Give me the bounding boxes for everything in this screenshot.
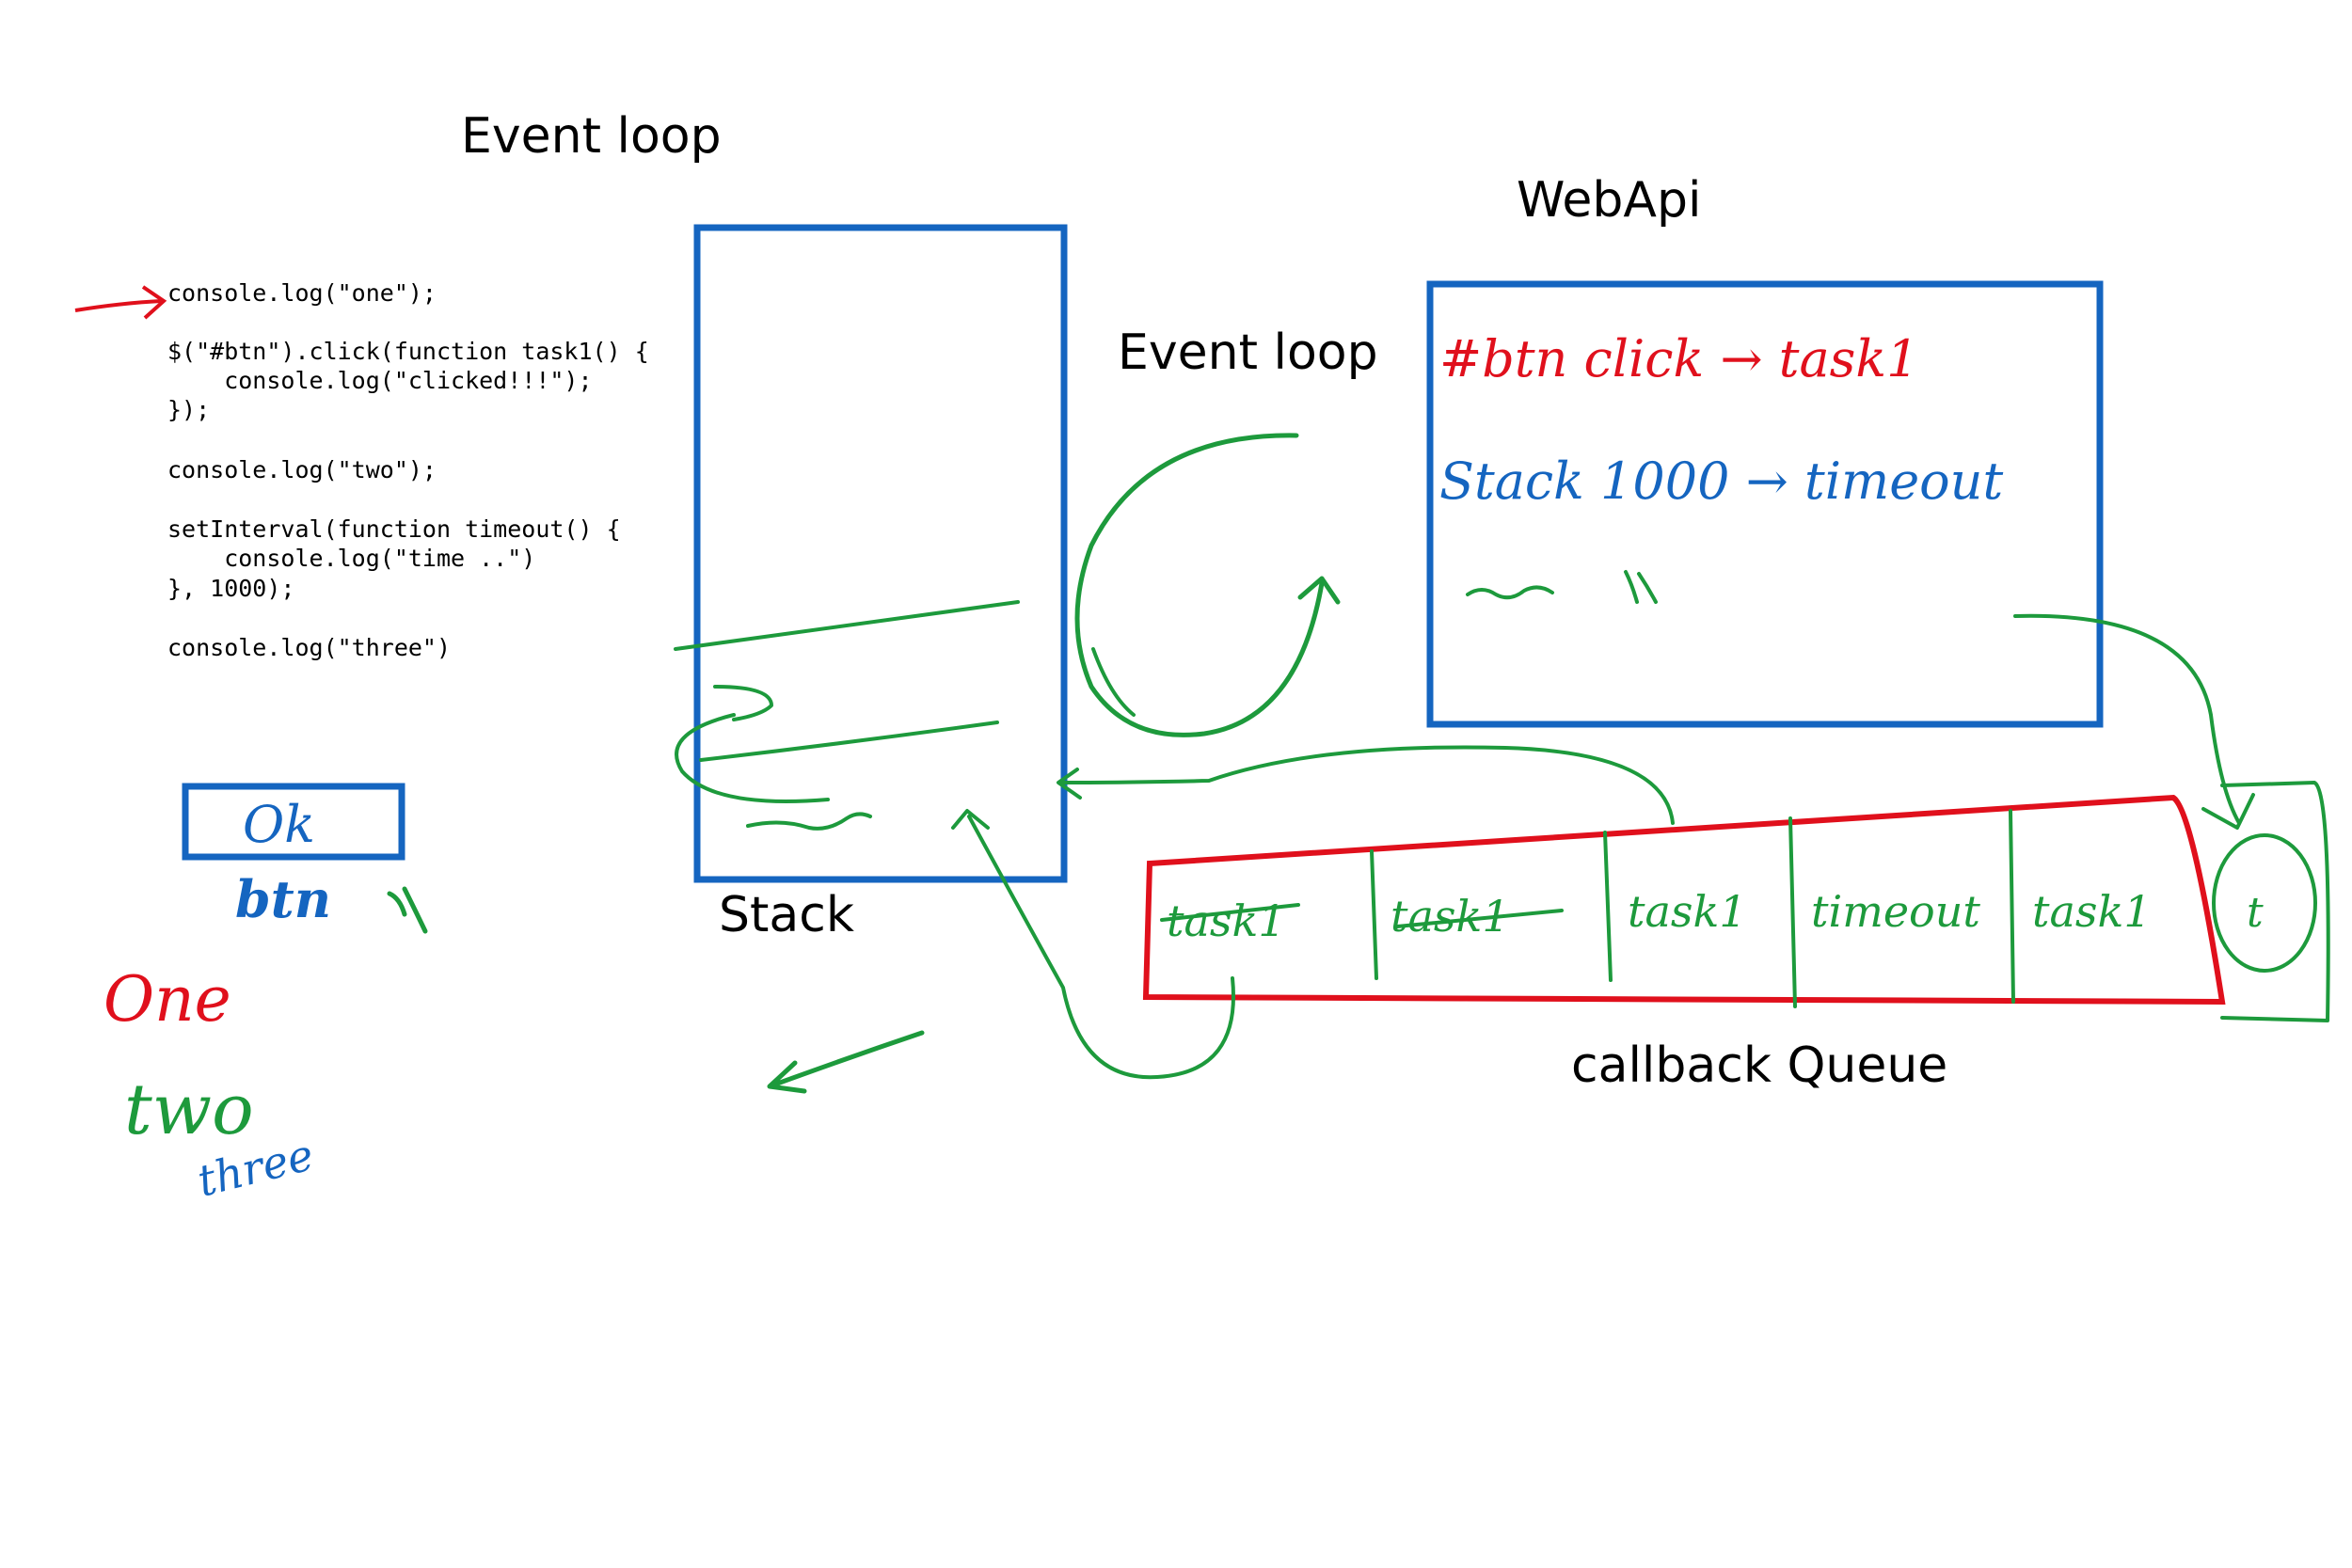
- ok-button[interactable]: Ok: [182, 783, 405, 861]
- queue-cell: t: [2247, 889, 2264, 937]
- code-line: console.log("one");: [167, 279, 437, 307]
- code-line: }, 1000);: [167, 575, 294, 602]
- webapi-entry-scribble: [1466, 570, 1658, 604]
- current-line-arrow-icon: [74, 285, 167, 320]
- webapi-box: [1426, 280, 2104, 728]
- task-to-stack-arrow-icon: [951, 809, 1235, 1080]
- output-two: two: [124, 1069, 254, 1150]
- output-one: One: [103, 963, 231, 1036]
- code-listing: console.log("one"); $("#btn").click(func…: [167, 279, 649, 661]
- callback-queue: task1 task1 task1 timeout task1 t: [1142, 781, 2330, 1022]
- queue-label: callback Queue: [1571, 1037, 1947, 1094]
- output-arrow-icon: [767, 1030, 925, 1094]
- queue-cell: task1: [1628, 886, 1747, 937]
- webapi-entry-click: #btn click → task1: [1439, 329, 1918, 388]
- webapi-entry-interval: Stack 1000 → timeout: [1439, 451, 2003, 511]
- code-line: console.log("clicked!!!");: [167, 367, 593, 394]
- button-caption: btn: [235, 869, 331, 929]
- stack-box: [693, 224, 1068, 883]
- code-line: setInterval(function timeout() {: [167, 515, 621, 543]
- code-line: console.log("three"): [167, 634, 451, 661]
- ok-button-label: Ok: [243, 795, 315, 854]
- queue-cell: task1: [1167, 895, 1286, 946]
- main-title: Event loop: [461, 108, 722, 165]
- stack-label: Stack: [719, 887, 854, 943]
- queue-cell: timeout: [1811, 886, 1980, 937]
- stack-frame-marks: [674, 600, 1020, 831]
- code-line: });: [167, 396, 210, 423]
- code-line: $("#btn").click(function task1() {: [167, 338, 649, 365]
- check-mark-icon: [387, 886, 428, 934]
- webapi-to-queue-arrow-icon: [2013, 613, 2255, 830]
- event-loop-cycle-arrow-icon: [1074, 433, 1341, 737]
- code-line: console.log("time .."): [167, 545, 535, 572]
- webapi-title: WebApi: [1517, 172, 1701, 229]
- queue-to-stack-arrow-icon: [1057, 745, 1675, 825]
- code-line: console.log("two");: [167, 456, 437, 483]
- event-loop-label: Event loop: [1118, 325, 1378, 381]
- queue-cell: task1: [2032, 886, 2152, 937]
